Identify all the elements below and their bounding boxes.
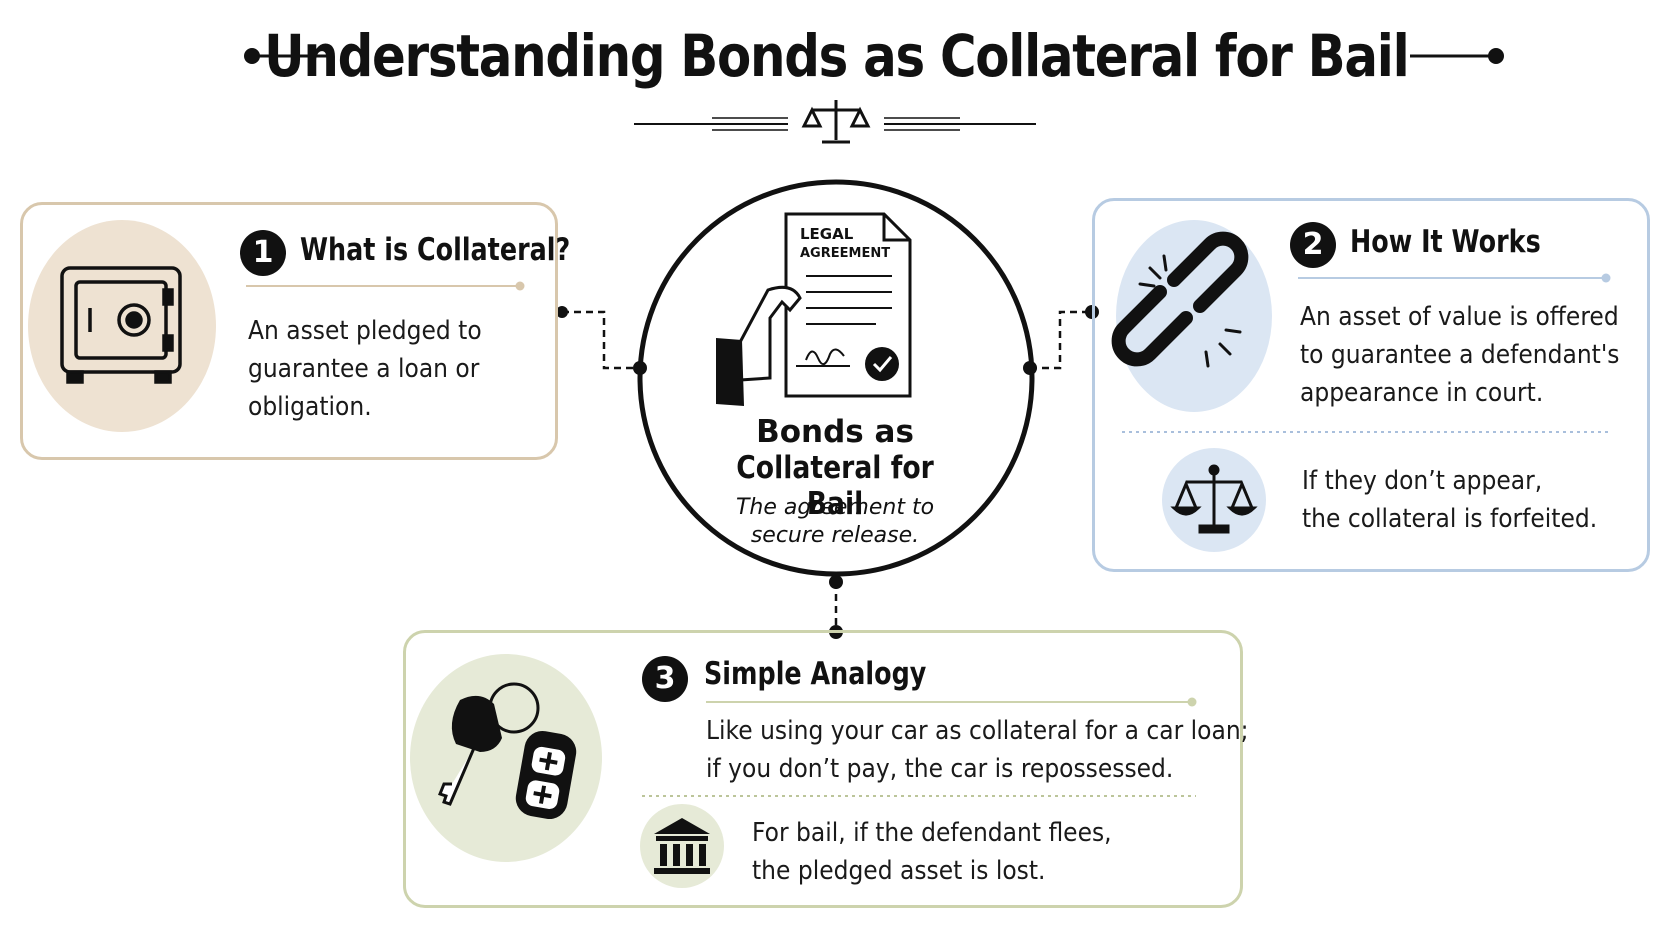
document-label-legal: LEGAL [800,225,854,243]
title-bar: Understanding Bonds as Collateral for Ba… [0,22,1672,90]
card2-subtext-line1: If they don’t appear, [1302,466,1543,496]
card2-text-line1: An asset of value is offered [1300,302,1619,332]
card1-title-underline [246,281,525,291]
card1-text-line1: An asset pledged to [248,316,482,346]
page-title: Understanding Bonds as Collateral for Ba… [263,22,1410,90]
card1-title: What is Collateral? [300,232,571,268]
card3-title-underline [706,697,1197,707]
connector-dot [556,306,568,318]
card3-sub-icon-circle [640,804,724,888]
title-right-ornament [1410,48,1504,64]
center-title-line1: Bonds as [756,414,914,450]
safe-icon [60,266,182,384]
step-number-2: 2 [1290,222,1336,268]
broken-chain-icon [1111,231,1249,367]
connector-dot [829,575,843,589]
card-simple-analogy [403,630,1243,908]
legal-document-icon [716,212,912,406]
connector-card2 [1030,310,1092,370]
card1-text-line3: obligation. [248,392,372,422]
chain-break-lines [1138,254,1242,368]
card2-text-line3: appearance in court. [1300,378,1544,408]
title-scales-icon [801,100,871,144]
title-divider [634,117,1036,131]
connector-card1 [562,310,640,370]
connector-dot [1023,361,1037,375]
center-subtitle-line1: The agreement to [735,495,935,520]
card3-text-line1: Like using your car as collateral for a … [706,716,1249,746]
card3-subtext-line1: For bail, if the defendant flees, [752,818,1112,848]
step-number-3: 3 [642,656,688,702]
card-how-it-works [1092,198,1650,572]
card-what-is-collateral [20,202,558,460]
card1-text-line2: guarantee a loan or [248,354,480,384]
document-label-agreement: AGREEMENT [800,246,891,261]
card2-title-underline [1298,273,1611,283]
card2-text-line2: to guarantee a defendant's [1300,340,1620,370]
courthouse-icon [654,818,710,874]
card2-subtext-line2: the collateral is forfeited. [1302,504,1598,534]
card3-subtext-line2: the pledged asset is lost. [752,856,1046,886]
center-subtitle-line2: secure release. [750,523,920,548]
car-keys-icon [438,682,577,820]
card3-title: Simple Analogy [704,656,927,692]
card3-text-line2: if you don’t pay, the car is repossessed… [706,754,1174,784]
center-title-line2: Collateral for Bail [736,450,934,522]
title-left-ornament [244,48,330,64]
card2-title: How It Works [1350,224,1541,260]
scales-icon [1170,464,1258,534]
step-number-1: 1 [240,230,286,276]
connector-dot [633,361,647,375]
